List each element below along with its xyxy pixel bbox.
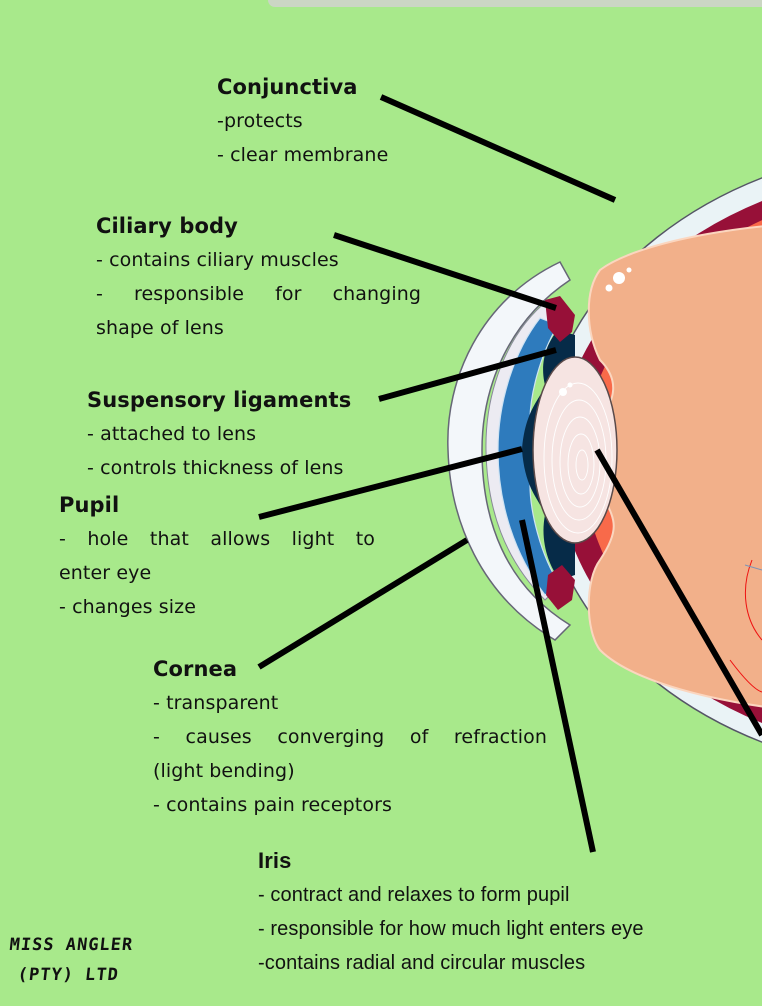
pointer-suspensory-ligaments <box>378 347 557 402</box>
label-pupil: Pupil - hole that allows light to enter … <box>59 488 375 624</box>
cornea <box>447 261 572 641</box>
iris-title: Iris <box>258 848 292 873</box>
iris-line: -contains radial and circular muscles <box>258 952 586 974</box>
suspensory-ligaments-line: - controls thickness of lens <box>87 457 344 479</box>
pointer-ciliary-body <box>333 232 557 311</box>
pointer-lines <box>257 94 762 853</box>
highlight-dot <box>613 272 625 284</box>
label-iris: Iris - contract and relaxes to form pupi… <box>258 844 644 980</box>
label-suspensory-ligaments: Suspensory ligaments - attached to lens … <box>87 383 351 485</box>
brand-watermark: MISS ANGLER (PTY) LTD <box>5 930 135 990</box>
highlight-dot <box>605 284 613 292</box>
iris-line: - contract and relaxes to form pupil <box>258 884 570 906</box>
cornea-title: Cornea <box>153 657 238 681</box>
highlight-dot <box>626 267 632 273</box>
conjunctiva-line: - clear membrane <box>217 144 389 166</box>
brand-line: MISS ANGLER <box>8 935 135 955</box>
nerve-line <box>744 564 762 571</box>
pointer-cornea <box>257 537 469 670</box>
suspensory-ligaments-title: Suspensory ligaments <box>87 388 352 412</box>
pointer-conjunctiva <box>379 94 617 203</box>
label-cornea: Cornea - transparent - causes converging… <box>153 652 547 822</box>
iris-line: - responsible for how much light enters … <box>258 918 644 940</box>
pupil-title: Pupil <box>59 493 120 517</box>
vitreous-body <box>587 225 762 708</box>
cornea-line: - transparent <box>153 692 279 714</box>
ciliary-body-bottom <box>546 565 575 610</box>
conjunctiva-line: -protects <box>217 110 303 132</box>
suspensory-ligaments-line: - attached to lens <box>87 423 257 445</box>
pointer-pupil <box>258 446 523 520</box>
ciliary-body-line: - responsible for changing <box>96 283 421 305</box>
ciliary-body-line: shape of lens <box>96 317 224 339</box>
pupil-line: - hole that allows light to <box>59 528 375 550</box>
brand-line: (PTY) LTD <box>16 965 120 985</box>
cornea-line: (light bending) <box>153 760 295 782</box>
top-panel-edge <box>268 0 762 7</box>
cornea-line: - contains pain receptors <box>153 794 392 816</box>
label-ciliary-body: Ciliary body - contains ciliary muscles … <box>96 209 421 345</box>
cornea-line: - causes converging of refraction <box>153 726 547 748</box>
conjunctiva-title: Conjunctiva <box>217 75 358 99</box>
ciliary-body-title: Ciliary body <box>96 214 238 238</box>
ciliary-body-line: - contains ciliary muscles <box>96 249 339 271</box>
lens-highlight <box>567 382 573 388</box>
label-conjunctiva: Conjunctiva -protects - clear membrane <box>217 70 388 172</box>
lens-highlight <box>559 388 567 396</box>
blood-vessel <box>729 659 762 693</box>
pupil-line: enter eye <box>59 562 152 584</box>
lens <box>532 356 618 544</box>
pointer-iris <box>519 519 596 853</box>
pupil-line: - changes size <box>59 596 196 618</box>
blood-vessel <box>744 559 762 641</box>
pointer-lens <box>594 448 762 737</box>
